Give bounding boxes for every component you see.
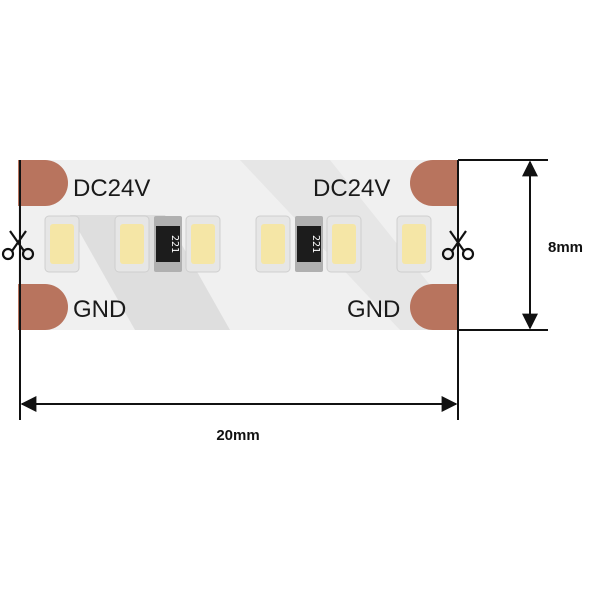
- led-5: [326, 215, 362, 273]
- strip-diagonal-band-left: [70, 215, 230, 330]
- width-dimension: 20mm: [19, 160, 459, 444]
- pad-dc-left: [18, 160, 68, 206]
- resistor-left: 221: [154, 216, 182, 272]
- led-6: [396, 215, 432, 273]
- resistor-right: 221: [295, 216, 323, 272]
- resistor-code-right: 221: [310, 235, 321, 253]
- voltage-label-left: DC24V: [73, 175, 150, 202]
- height-label: 8mm: [548, 239, 583, 256]
- pad-gnd-right: [410, 284, 458, 330]
- resistor-code-left: 221: [169, 235, 180, 253]
- led-strip: DC24V DC24V GND GND: [18, 160, 458, 330]
- led-2: [114, 215, 150, 273]
- ground-label-left: GND: [73, 296, 126, 323]
- width-label: 20mm: [216, 427, 259, 444]
- height-dimension: 8mm: [458, 159, 583, 331]
- pad-dc-right: [410, 160, 458, 206]
- voltage-label-right: DC24V: [313, 175, 390, 202]
- led-3: [185, 215, 221, 273]
- ground-label-right: GND: [347, 296, 400, 323]
- led-1: [44, 215, 80, 273]
- pad-gnd-left: [18, 284, 68, 330]
- led-4: [255, 215, 291, 273]
